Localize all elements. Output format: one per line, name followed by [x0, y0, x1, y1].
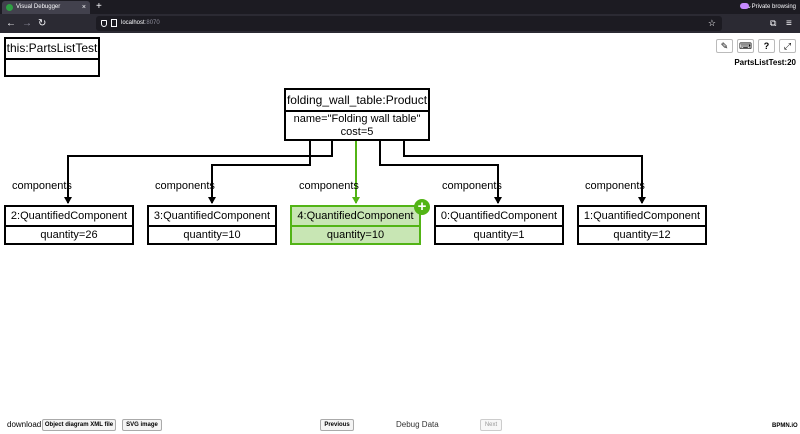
star-icon[interactable]: ☆	[707, 18, 716, 28]
edge-to-component-1[interactable]	[403, 140, 646, 204]
object-title: 2:QuantifiedComponent	[6, 207, 132, 227]
url-bar[interactable]: localhost:8070 ☆	[96, 16, 722, 31]
download-label: download	[7, 420, 42, 429]
url-host: localhost	[121, 20, 145, 26]
this-object[interactable]: this:PartsListTest	[4, 37, 100, 77]
object-title: 4:QuantifiedComponent	[292, 207, 419, 227]
keyboard-icon[interactable]: ⌨	[737, 39, 754, 53]
page-icon[interactable]	[111, 19, 117, 27]
url-port: :8070	[144, 20, 160, 26]
tab-favicon-icon	[6, 4, 13, 11]
forward-icon[interactable]: →	[22, 18, 32, 29]
product-name-attribute: name="Folding wall table"	[293, 113, 421, 125]
object-title: 0:QuantifiedComponent	[436, 207, 562, 227]
object-attributes: quantity=1	[473, 229, 525, 241]
url-text[interactable]: localhost:8070	[121, 16, 160, 31]
edge-to-component-3[interactable]	[208, 140, 311, 204]
browser-nav-bar: ← → ↻ localhost:8070 ☆ ⧉ ≡	[0, 14, 800, 33]
object-attributes: quantity=12	[613, 229, 671, 241]
edge-label-components: components	[299, 180, 359, 192]
object-title: 1:QuantifiedComponent	[579, 207, 705, 227]
previous-button[interactable]: Previous	[320, 419, 354, 431]
extensions-icon[interactable]: ⧉	[770, 18, 777, 28]
component-object[interactable]: 0:QuantifiedComponent quantity=1	[434, 205, 564, 245]
object-attributes: name="Folding wall table" cost=5	[286, 112, 428, 139]
object-title: 3:QuantifiedComponent	[149, 207, 275, 227]
edge-label-components: components	[585, 180, 645, 192]
browser-tab-bar: Visual Debugger × + ⌄ Private browsing	[0, 0, 800, 14]
private-browsing-icon	[739, 3, 749, 10]
menu-icon[interactable]: ≡	[786, 18, 792, 29]
bpmn-logo[interactable]: BPMN.iO	[772, 423, 798, 429]
product-object[interactable]: folding_wall_table:Product name="Folding…	[284, 88, 430, 141]
next-button[interactable]: Next	[480, 419, 502, 431]
edge-label-components: components	[155, 180, 215, 192]
edge-to-component-2[interactable]	[64, 140, 333, 204]
edge-to-component-0[interactable]	[379, 140, 502, 204]
object-title: this:PartsListTest	[6, 39, 98, 60]
object-attributes: quantity=26	[40, 229, 98, 241]
object-attributes: quantity=10	[183, 229, 241, 241]
object-attributes: quantity=10	[326, 229, 385, 241]
diagram-edges	[64, 140, 646, 204]
help-icon[interactable]: ?	[758, 39, 775, 53]
svg-download-button[interactable]: SVG image	[122, 419, 162, 431]
back-icon[interactable]: ←	[6, 18, 16, 29]
new-tab-icon[interactable]: +	[96, 1, 102, 12]
component-object[interactable]: 1:QuantifiedComponent quantity=12	[577, 205, 707, 245]
add-icon[interactable]: +	[414, 199, 430, 215]
xml-download-button[interactable]: Object diagram XML file	[42, 419, 116, 431]
object-attributes	[6, 60, 98, 75]
component-object-highlighted[interactable]: 4:QuantifiedComponent quantity=10	[290, 205, 421, 245]
private-browsing-indicator: Private browsing	[739, 0, 796, 14]
edit-icon[interactable]: ✎	[716, 39, 733, 53]
product-cost-attribute: cost=5	[340, 126, 374, 138]
source-line-reference: PartsListTest:20	[734, 58, 796, 67]
debugger-page: components components components compone…	[0, 33, 800, 434]
edge-label-components: components	[442, 180, 502, 192]
component-object[interactable]: 2:QuantifiedComponent quantity=26	[4, 205, 134, 245]
shield-icon[interactable]	[101, 20, 107, 27]
edge-label-components: components	[12, 180, 72, 192]
debug-data-label: Debug Data	[396, 420, 439, 429]
object-title: folding_wall_table:Product	[286, 90, 428, 112]
fullscreen-icon[interactable]: ⤢	[779, 39, 796, 53]
tab-list-icon[interactable]: ⌄	[746, 3, 752, 10]
browser-tab[interactable]: Visual Debugger ×	[2, 1, 90, 14]
component-object[interactable]: 3:QuantifiedComponent quantity=10	[147, 205, 277, 245]
tab-close-icon[interactable]: ×	[81, 4, 86, 11]
bottom-bar: download Object diagram XML file SVG ima…	[0, 416, 800, 434]
tab-title: Visual Debugger	[16, 4, 61, 10]
reload-icon[interactable]: ↻	[38, 18, 47, 29]
private-browsing-label: Private browsing	[751, 4, 796, 10]
